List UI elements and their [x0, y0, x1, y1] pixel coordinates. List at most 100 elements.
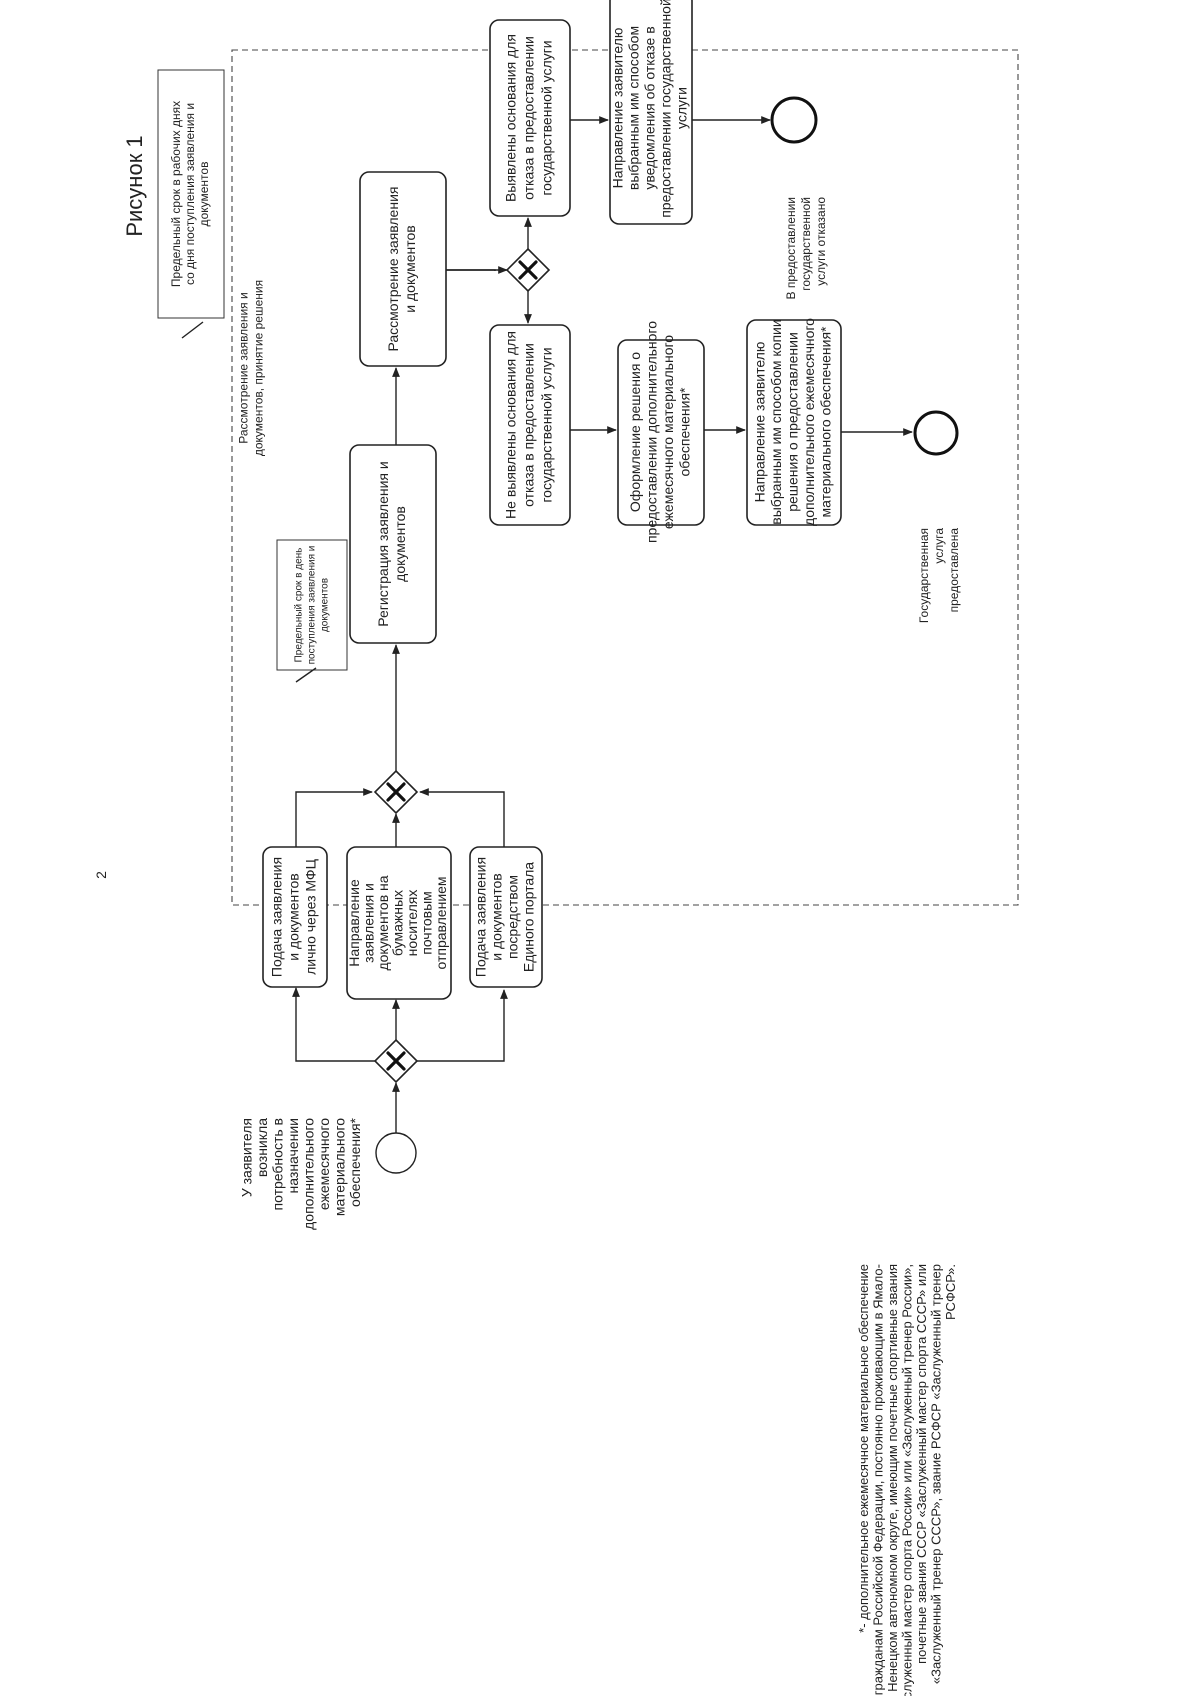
start-event-label-line: обеспечения* — [347, 1117, 363, 1207]
page-number: 2 — [93, 871, 109, 879]
registration-task — [349, 444, 437, 644]
no-grounds-condition-line: государственной услуги — [539, 347, 555, 502]
approval-notify-line: решения о предоставлении — [785, 332, 801, 512]
refusal-notify-task — [609, 0, 693, 225]
submission-post-line: отправлением — [433, 876, 449, 969]
registration-note-line: Предельный срок в день — [294, 548, 305, 663]
start-event-label-line: материального — [331, 1118, 347, 1216]
footnote-line: РСФСР». — [943, 1264, 958, 1320]
end-refusal-label-line: государственной — [799, 197, 813, 291]
decision-document-task — [617, 339, 705, 526]
flow-portal-to-merge — [419, 788, 505, 847]
grounds-condition-line: Выявлены основания для — [503, 34, 519, 202]
lane-time-note-line: со дня поступления заявления и — [183, 103, 197, 285]
no-grounds-condition — [489, 324, 571, 526]
split-gateway — [373, 1038, 419, 1084]
submission-post-box — [346, 846, 452, 1000]
start-event-label-line: потребность в — [269, 1118, 285, 1210]
decision-gateway — [505, 247, 551, 293]
submission-mfc-box — [262, 846, 328, 988]
approval-notify-line: материального обеспечения* — [818, 326, 834, 518]
registration-time-note — [276, 539, 348, 671]
registration-note-line: документов — [320, 578, 331, 632]
grounds-condition-line: государственной услуги — [539, 40, 555, 195]
refusal-notify-line: уведомления об отказе в — [642, 26, 658, 189]
end-refusal-label-line: В предоставлении — [784, 197, 798, 299]
lane-time-note-line: Предельный срок в рабочих днях — [169, 101, 183, 287]
footnote-line: гражданам Российской Федерации, постоянн… — [870, 1264, 885, 1695]
flow-split-to-mfc — [292, 987, 375, 1062]
submission-mfc-line: и документов — [286, 873, 302, 960]
decision-document-line: обеспечения* — [676, 387, 692, 477]
refusal-notify-line: выбранным им способом — [626, 26, 642, 190]
lane-label-line: Рассмотрение заявления и — [237, 292, 251, 443]
flow-split-to-portal — [417, 989, 508, 1062]
submission-portal-line: Единого портала — [521, 862, 537, 972]
end-success-label-line: услуга — [932, 528, 946, 564]
review-task-line: и документов — [402, 225, 418, 312]
submission-portal-line: посредством — [505, 875, 521, 959]
footnote-line: Ненецком автономном округе, имеющим поче… — [885, 1264, 900, 1692]
approval-notify-line: дополнительного ежемесячного — [801, 318, 817, 526]
registration-note-leader — [295, 667, 317, 683]
submission-post-line: Направление — [346, 879, 362, 967]
submission-post-line: бумажных — [390, 890, 406, 956]
start-event-label-line: ежемесячного — [316, 1118, 332, 1210]
end-success-label-line: Государственная — [917, 528, 931, 623]
no-grounds-condition-line: Не выявлены основания для — [503, 331, 519, 519]
end-event-success — [913, 410, 959, 456]
approval-notify-task — [746, 319, 842, 526]
submission-post-line: почтовым — [419, 891, 435, 955]
decision-document-line: предоставлении дополнительного — [643, 321, 659, 543]
submission-mfc-line: Подача заявления — [269, 857, 285, 977]
submission-portal-box — [469, 846, 543, 988]
end-success-label-line: предоставлена — [947, 528, 961, 613]
decision-document-line: Оформление решения о — [627, 352, 643, 512]
lane-time-note — [157, 69, 225, 319]
no-grounds-condition-line: отказа в предоставлении — [521, 343, 537, 507]
registration-task-line: документов — [392, 506, 408, 582]
start-event-label-line: возникла — [254, 1118, 270, 1177]
footnote-line: *- дополнительное ежемесячное материальн… — [856, 1264, 871, 1633]
review-task — [359, 171, 447, 367]
lane-time-note-leader — [181, 321, 204, 339]
grounds-condition — [489, 19, 571, 217]
approval-notify-line: выбранным им способом копии — [768, 319, 784, 524]
end-refusal-label-line: услуги отказано — [814, 197, 828, 286]
refusal-notify-line: предоставлении государственной — [658, 0, 674, 218]
footnote-line: «Заслуженный тренер СССР», звание РСФСР … — [928, 1264, 943, 1684]
figure-title: Рисунок 1 — [122, 135, 147, 236]
registration-task-line: Регистрация заявления и — [375, 461, 391, 626]
footnote: *- дополнительное ежемесячное материальн… — [856, 1264, 958, 1696]
start-event-label-line: У заявителя — [238, 1118, 254, 1197]
approval-notify-line: Направление заявителю — [752, 342, 768, 503]
submission-portal-line: Подача заявления — [473, 857, 489, 977]
footnote-line: «Заслуженный мастер спорта России» или «… — [899, 1264, 914, 1696]
merge-gateway — [373, 769, 419, 815]
refusal-notify-line: Направление заявителю — [610, 28, 626, 189]
start-event-label-line: дополнительного — [300, 1118, 316, 1230]
submission-post-line: носителях — [404, 890, 420, 957]
footnote-line: почетные звания СССР «Заслуженный мастер… — [914, 1264, 929, 1664]
lane-label-line: документов, принятие решения — [252, 280, 266, 456]
review-task-line: Рассмотрение заявления — [385, 187, 401, 352]
grounds-condition-line: отказа в предоставлении — [521, 36, 537, 200]
submission-post-line: заявления и — [361, 883, 377, 963]
refusal-notify-line: услуги — [674, 87, 690, 129]
